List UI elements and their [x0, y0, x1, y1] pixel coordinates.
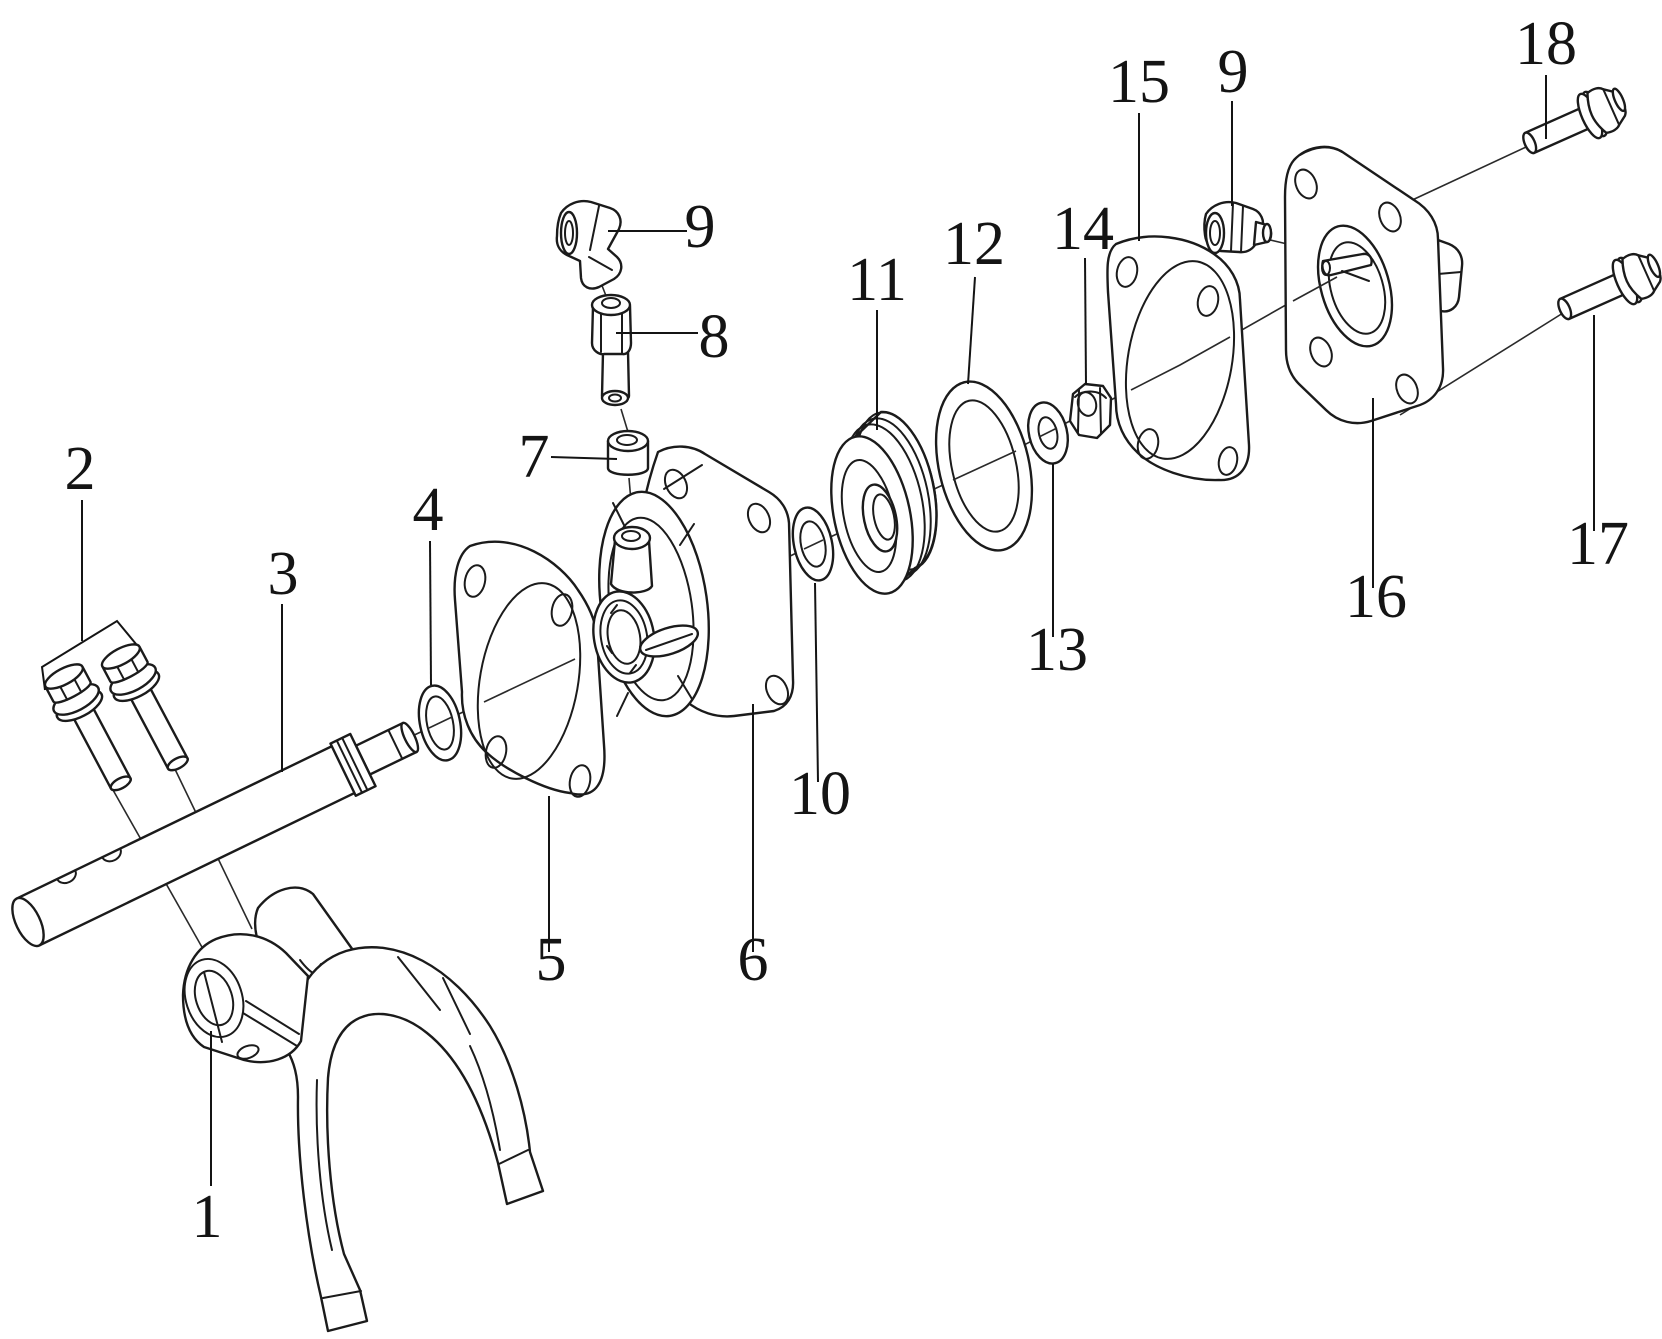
parts: [11, 77, 1662, 1333]
part-8-hollow-bolt: [590, 293, 633, 407]
cover-lug: [1435, 238, 1464, 313]
part-11-piston: [830, 410, 938, 595]
callout-number-8: 8: [699, 303, 730, 371]
callout-number-17: 17: [1567, 510, 1629, 578]
callout-number-9: 9: [685, 193, 716, 261]
callout-8-7: 8: [616, 303, 730, 371]
callout-1-0: 1: [192, 1031, 223, 1251]
callout-number-3: 3: [268, 540, 299, 608]
axis-overlay-lines: [428, 276, 1338, 729]
callout-leader-4: [429, 540, 432, 686]
callout-number-2: 2: [65, 435, 96, 503]
callout-2-1: 2: [40, 435, 137, 691]
callout-number-15: 15: [1108, 48, 1170, 116]
callout-16-16: 16: [1345, 398, 1407, 631]
construction-line-5: [1407, 146, 1527, 203]
callout-number-16: 16: [1345, 563, 1407, 631]
part-1-shift-fork: [181, 886, 545, 1333]
part-6-housing: [592, 445, 795, 718]
callout-number-10: 10: [789, 760, 851, 828]
cover-boss: [1316, 224, 1394, 348]
callout-number-11: 11: [847, 246, 907, 314]
callout-9-8: 9: [608, 193, 716, 261]
callout-7-6: 7: [519, 423, 618, 491]
callout-4-3: 4: [413, 476, 444, 686]
part-3-shift-shaft: [11, 721, 420, 948]
callout-number-1: 1: [192, 1183, 223, 1251]
housing-nozzle: [609, 538, 654, 594]
callout-15-14: 15: [1108, 48, 1170, 241]
callout-3-2: 3: [268, 540, 299, 772]
callout-number-5: 5: [536, 926, 567, 994]
callout-12-11: 12: [943, 210, 1005, 385]
part-15-gasket: [1106, 235, 1251, 482]
axis-overlay-5: [1038, 427, 1058, 438]
callout-leader-14: [1084, 257, 1087, 386]
callout-number-4: 4: [413, 476, 444, 544]
callout-number-7: 7: [519, 423, 550, 491]
fork-boss: [181, 932, 310, 1064]
callout-leader-10: [814, 582, 819, 783]
callout-14-13: 14: [1052, 195, 1114, 386]
callout-18-18: 18: [1515, 10, 1577, 139]
callout-leader-7: [550, 456, 618, 460]
callout-number-14: 14: [1052, 195, 1114, 263]
callout-number-9: 9: [1218, 38, 1249, 106]
fork-band: [285, 946, 545, 1333]
construction-line-3: [620, 408, 629, 433]
callout-11-10: 11: [847, 246, 907, 430]
callout-number-6: 6: [738, 926, 769, 994]
callout-5-4: 5: [536, 796, 567, 994]
axis-overlay-4: [952, 450, 1017, 481]
callout-number-18: 18: [1515, 10, 1577, 78]
axis-overlay-2: [483, 658, 576, 703]
part-17-bolt: [1549, 243, 1662, 335]
part-9-elbow-fitting: [555, 199, 623, 290]
axis-overlay-1: [428, 716, 453, 729]
callout-6-5: 6: [738, 704, 769, 994]
part-5-gasket: [453, 540, 606, 798]
axis-overlay-6: [1130, 336, 1231, 391]
callout-17-17: 17: [1567, 315, 1629, 578]
part-14-nut: [1068, 382, 1113, 440]
callout-leader-12: [967, 276, 976, 385]
axis-overlay-3: [803, 539, 824, 550]
callout-bracket-2: [40, 619, 137, 691]
part-16-cover-flange: [1283, 145, 1464, 425]
callout-13-12: 13: [1026, 464, 1088, 684]
axis-overlay-7: [1292, 276, 1338, 302]
callout-number-13: 13: [1026, 616, 1088, 684]
callout-10-9: 10: [789, 582, 851, 828]
part-18-bolt: [1514, 77, 1635, 169]
part-7-spacer: [606, 429, 650, 476]
callout-number-12: 12: [943, 210, 1005, 278]
part-9-elbow-fitting-right: [1203, 200, 1273, 255]
callout-9-15: 9: [1218, 38, 1249, 206]
